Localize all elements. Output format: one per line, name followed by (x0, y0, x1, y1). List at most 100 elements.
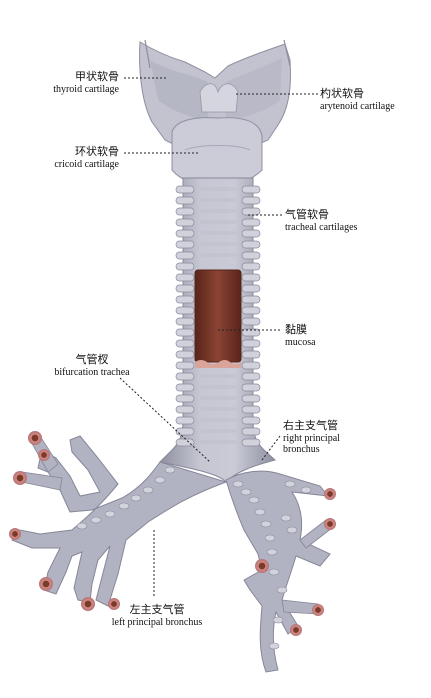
bronchus-ring (154, 476, 166, 484)
bronchus-ring (286, 526, 298, 534)
tracheal-ring-left (175, 427, 195, 436)
tracheal-ring-left (175, 383, 195, 392)
label-cricoid-en: cricoid cartilage (54, 158, 119, 170)
label-tracheal-en: tracheal cartilages (285, 221, 358, 233)
tracheal-ring-left (175, 350, 195, 359)
tracheal-ring-mid (200, 374, 236, 378)
tracheal-ring-right (241, 306, 261, 315)
tracheal-ring-right (241, 218, 261, 227)
tracheal-ring-left (175, 405, 195, 414)
bronchus-ring (268, 568, 280, 576)
tracheal-ring-mid (200, 198, 236, 202)
tracheal-ring-right (241, 328, 261, 337)
bronchus-ring (232, 480, 244, 488)
tracheal-ring-right (241, 427, 261, 436)
label-bifurcation-zh: 气管杈 (75, 353, 109, 366)
tracheal-ring-right (241, 251, 261, 260)
tracheal-ring-left (175, 295, 195, 304)
tracheal-ring-left (175, 185, 195, 194)
tracheal-ring-right (241, 240, 261, 249)
bronchus-ring (104, 510, 116, 518)
bronchus-opening (39, 577, 53, 591)
bronchus-opening (324, 518, 336, 530)
label-right-bronchus-zh: 右主支气管 (283, 419, 338, 432)
bronchus-ring (76, 522, 88, 530)
bronchus-opening (312, 604, 324, 616)
bronchus-openings (9, 431, 336, 636)
label-left-bronchus-en: left principal bronchus (111, 616, 203, 628)
tracheal-ring-left (175, 394, 195, 403)
tracheal-ring-right (241, 394, 261, 403)
bronchus-opening (13, 471, 27, 485)
bronchus-ring (164, 466, 176, 474)
label-tracheal-cartilages: 气管软骨 tracheal cartilages (285, 208, 358, 233)
tracheal-ring-mid (200, 187, 236, 191)
bronchus-ring (248, 496, 260, 504)
tracheal-ring-right (241, 273, 261, 282)
tracheal-ring-right (241, 416, 261, 425)
cricoid-cartilage-shape (171, 117, 263, 187)
bronchus-opening (9, 528, 21, 540)
tracheal-ring-right (241, 383, 261, 392)
label-left-principal-bronchus: 左主支气管 left principal bronchus (92, 603, 222, 628)
label-left-bronchus-zh: 左主支气管 (129, 603, 185, 616)
label-mucosa: 黏膜 mucosa (285, 323, 316, 348)
label-mucosa-zh: 黏膜 (285, 323, 307, 336)
bronchus-ring (280, 514, 292, 522)
label-right-principal-bronchus: 右主支气管 right principal bronchus (283, 419, 340, 456)
tracheal-ring-left (175, 251, 195, 260)
label-tracheal-zh: 气管软骨 (285, 208, 329, 221)
tracheal-ring-left (175, 306, 195, 315)
tracheal-ring-left (175, 229, 195, 238)
leader-right-bronchus (261, 435, 281, 461)
bronchus-ring (130, 494, 142, 502)
tracheal-ring-mid (200, 396, 236, 400)
tracheal-ring-mid (200, 407, 236, 411)
tracheal-ring-mid (200, 418, 236, 422)
bronchus-ring (260, 520, 272, 528)
tracheal-ring-right (241, 229, 261, 238)
tracheal-ring-left (175, 361, 195, 370)
leader-lines (119, 77, 318, 596)
label-arytenoid-en: arytenoid cartilage (320, 100, 395, 112)
tracheal-ring-right (241, 284, 261, 293)
arytenoid-cartilage-shape (199, 83, 239, 113)
bronchus-ring (240, 488, 252, 496)
label-bifurcation-en: bifurcation trachea (54, 366, 130, 378)
tracheal-ring-right (241, 361, 261, 370)
tracheal-ring-right (241, 262, 261, 271)
bronchus-opening (28, 431, 42, 445)
bronchus-ring (264, 534, 276, 542)
label-thyroid-cartilage: 甲状软骨 thyroid cartilage (53, 70, 119, 95)
bronchus-ring (276, 586, 288, 594)
tracheal-ring-right (241, 207, 261, 216)
label-right-bronchus-en2: bronchus (283, 444, 320, 456)
tracheal-ring-left (175, 416, 195, 425)
label-thyroid-en: thyroid cartilage (53, 83, 119, 95)
bronchus-ring (300, 486, 312, 494)
tracheal-ring-left (175, 317, 195, 326)
bronchus-opening (81, 597, 95, 611)
bronchus-rings (76, 466, 312, 650)
bronchus-ring (272, 616, 284, 624)
tracheal-ring-right (241, 405, 261, 414)
tracheal-ring-mid (200, 440, 236, 444)
bronchus-opening (324, 488, 336, 500)
tracheal-ring-mid (200, 429, 236, 433)
bronchus-ring (266, 548, 278, 556)
label-arytenoid-cartilage: 杓状软骨 arytenoid cartilage (320, 87, 395, 112)
tracheal-ring-left (175, 262, 195, 271)
bronchus-ring (254, 508, 266, 516)
tracheal-ring-mid (200, 242, 236, 246)
tracheal-ring-left (175, 273, 195, 282)
tracheal-ring-right (241, 372, 261, 381)
bronchus-opening (290, 624, 302, 636)
label-thyroid-zh: 甲状软骨 (75, 70, 119, 83)
tracheal-ring-right (241, 185, 261, 194)
bronchus-ring (118, 502, 130, 510)
tracheal-ring-left (175, 196, 195, 205)
bronchus-ring (142, 486, 154, 494)
bronchus-opening (108, 598, 120, 610)
